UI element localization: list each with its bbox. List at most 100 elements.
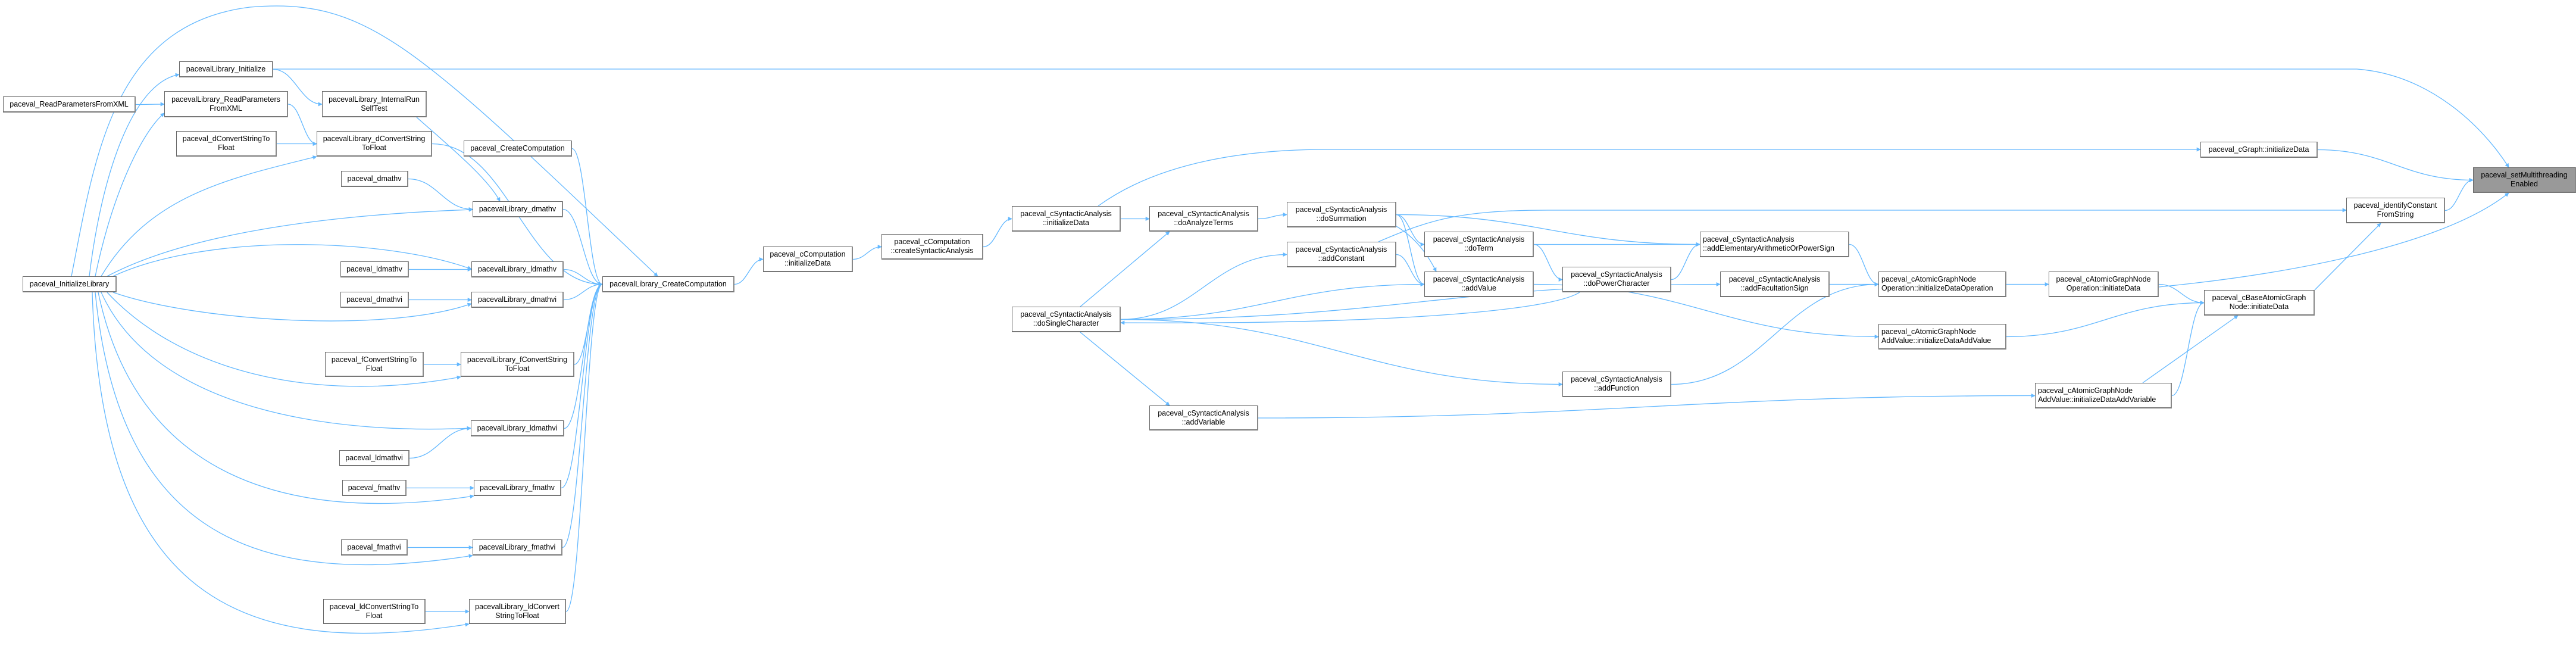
graph-node-paceval-catomicgraphnode-operation-initializedataoperation[interactable]: paceval_cAtomicGraphNode Operation::init… xyxy=(1878,272,2006,297)
call-edge xyxy=(983,217,1012,248)
call-edge xyxy=(563,282,603,301)
call-edge xyxy=(563,269,603,286)
graph-node-pacevallibrary-dmathv[interactable]: pacevalLibrary_dmathv xyxy=(473,201,563,217)
call-edge xyxy=(1396,214,1425,286)
call-edge xyxy=(571,148,603,286)
graph-node-paceval-readparametersfromxml[interactable]: paceval_ReadParametersFromXML xyxy=(3,96,136,113)
graph-node-paceval-ccomputation-initializedata[interactable]: paceval_cComputation ::initializeData xyxy=(763,247,853,272)
graph-node-paceval-fmathvi[interactable]: paceval_fmathvi xyxy=(341,539,408,556)
call-edge xyxy=(2158,192,2509,288)
call-edge xyxy=(95,292,473,566)
graph-node-pacevallibrary-ldmathvi[interactable]: pacevalLibrary_ldmathvi xyxy=(471,420,564,436)
call-edge xyxy=(1396,214,1700,247)
graph-node-paceval-initializelibrary[interactable]: paceval_InitializeLibrary xyxy=(23,276,117,292)
graph-node-paceval-identifyconstant-fromstring[interactable]: paceval_identifyConstant FromString xyxy=(2346,198,2445,223)
graph-node-paceval-fmathv[interactable]: paceval_fmathv xyxy=(342,480,407,496)
graph-node-paceval-csyntacticanalysis-dosinglecharacter[interactable]: paceval_cSyntacticAnalysis ::doSingleCha… xyxy=(1012,307,1121,332)
call-edge xyxy=(2006,301,2205,338)
call-edge xyxy=(1080,332,1170,406)
call-edge xyxy=(1533,244,1563,282)
call-edge xyxy=(1098,147,2201,207)
call-edge xyxy=(1120,292,1580,325)
graph-node-paceval-ccomputation-createsyntacticanalysis[interactable]: paceval_cComputation ::createSyntacticAn… xyxy=(881,234,983,260)
graph-node-paceval-csyntacticanalysis-addconstant[interactable]: paceval_cSyntacticAnalysis ::addConstant xyxy=(1287,242,1396,267)
graph-node-paceval-csyntacticanalysis-doterm[interactable]: paceval_cSyntacticAnalysis ::doTerm xyxy=(1424,232,1534,257)
call-edge xyxy=(565,282,603,612)
call-edge xyxy=(135,102,165,107)
call-edge xyxy=(1258,394,2036,419)
call-edge xyxy=(2171,301,2205,397)
graph-node-paceval-cbaseatomicgraph-node-initiatedata[interactable]: paceval_cBaseAtomicGraph Node::initiateD… xyxy=(2204,290,2315,316)
graph-node-paceval-fconvertstringto-float[interactable]: paceval_fConvertStringTo Float xyxy=(325,352,424,377)
graph-node-paceval-csyntacticanalysis-addvalue[interactable]: paceval_cSyntacticAnalysis ::addValue xyxy=(1424,272,1534,297)
graph-node-paceval-catomicgraphnode-addvalue-initializedataaddvalue[interactable]: paceval_cAtomicGraphNode AddValue::initi… xyxy=(1878,324,2006,350)
graph-node-paceval-csyntacticanalysis-dopowercharacter[interactable]: paceval_cSyntacticAnalysis ::doPowerChar… xyxy=(1562,267,1671,292)
graph-node-paceval-csyntacticanalysis-addvariable[interactable]: paceval_cSyntacticAnalysis ::addVariable xyxy=(1149,405,1258,430)
call-edge xyxy=(1120,252,1287,320)
call-edge xyxy=(1258,213,1287,220)
call-edge xyxy=(107,207,473,277)
call-edge xyxy=(1120,319,1563,386)
graph-node-paceval-createcomputation[interactable]: paceval_CreateComputation xyxy=(464,141,572,157)
call-edge xyxy=(1671,282,1879,385)
call-edge xyxy=(408,178,473,211)
graph-node-paceval-csyntacticanalysis-initializedata[interactable]: paceval_cSyntacticAnalysis ::initializeD… xyxy=(1012,206,1121,232)
call-edge xyxy=(734,257,764,285)
graph-node-paceval-dconvertstringto-float[interactable]: paceval_dConvertStringTo Float xyxy=(176,131,277,157)
call-edge xyxy=(95,113,165,277)
call-edge xyxy=(71,5,658,277)
graph-node-pacevallibrary-fmathv[interactable]: pacevalLibrary_fmathv xyxy=(474,480,561,496)
call-edge xyxy=(273,68,2509,168)
graph-node-pacevallibrary-readparameters-fromxml[interactable]: pacevalLibrary_ReadParameters FromXML xyxy=(164,91,288,117)
graph-node-paceval-catomicgraphnode-addvalue-initializedataaddvariable[interactable]: paceval_cAtomicGraphNode AddValue::initi… xyxy=(2035,383,2172,408)
call-edge xyxy=(107,292,461,387)
graph-node-paceval-ldconvertstringto-float[interactable]: paceval_ldConvertStringTo Float xyxy=(323,599,426,624)
graph-node-paceval-ldmathv[interactable]: paceval_ldmathv xyxy=(340,261,409,277)
call-edge xyxy=(2444,178,2474,211)
graph-node-paceval-dmathv[interactable]: paceval_dmathv xyxy=(341,171,408,187)
call-edge xyxy=(1396,214,1425,247)
call-edge xyxy=(416,117,501,202)
graph-node-paceval-csyntacticanalysis-addelementaryarithmeticorpowersign[interactable]: paceval_cSyntacticAnalysis ::addElementa… xyxy=(1700,232,1849,257)
graph-node-paceval-dmathvi[interactable]: paceval_dmathvi xyxy=(340,292,409,308)
graph-node-paceval-csyntacticanalysis-addfunction[interactable]: paceval_cSyntacticAnalysis ::addFunction xyxy=(1562,372,1671,397)
call-edge xyxy=(561,282,603,489)
graph-node-paceval-ldmathvi[interactable]: paceval_ldmathvi xyxy=(339,450,409,466)
graph-node-pacevallibrary-dconvertstring-tofloat[interactable]: pacevalLibrary_dConvertString ToFloat xyxy=(317,131,432,157)
call-edge xyxy=(1396,226,1437,272)
graph-node-pacevallibrary-fmathvi[interactable]: pacevalLibrary_fmathvi xyxy=(473,539,562,556)
call-edge xyxy=(112,292,472,322)
call-edge xyxy=(1120,282,1425,320)
call-edge xyxy=(101,292,471,430)
call-edge xyxy=(1378,208,2347,242)
call-edge xyxy=(564,282,603,429)
graph-node-paceval-csyntacticanalysis-dosummation[interactable]: paceval_cSyntacticAnalysis ::doSummation xyxy=(1287,202,1396,227)
graph-node-paceval-setmultithreading-enabled: paceval_setMultithreading Enabled xyxy=(2473,167,2576,193)
graph-node-paceval-catomicgraphnode-operation-initiatedata[interactable]: paceval_cAtomicGraphNode Operation::init… xyxy=(2049,272,2159,297)
call-edge xyxy=(273,68,323,107)
call-edge xyxy=(562,208,603,286)
call-edge xyxy=(2142,315,2239,383)
call-edge xyxy=(1671,242,1700,280)
graph-node-pacevallibrary-dmathvi[interactable]: pacevalLibrary_dmathvi xyxy=(471,292,564,308)
graph-node-paceval-csyntacticanalysis-addfacultationsign[interactable]: paceval_cSyntacticAnalysis ::addFacultat… xyxy=(1720,272,1830,297)
graph-node-pacevallibrary-createcomputation[interactable]: pacevalLibrary_CreateComputation xyxy=(602,276,734,292)
graph-node-pacevallibrary-ldmathv[interactable]: pacevalLibrary_ldmathv xyxy=(471,261,564,277)
graph-node-pacevallibrary-initialize[interactable]: pacevalLibrary_Initialize xyxy=(179,61,273,77)
graph-node-paceval-cgraph-initializedata[interactable]: paceval_cGraph::initializeData xyxy=(2200,142,2318,158)
graph-node-pacevallibrary-internalrun-selftest[interactable]: pacevalLibrary_InternalRun SelfTest xyxy=(322,91,427,117)
call-edge xyxy=(287,104,317,146)
call-edge xyxy=(101,155,317,277)
call-edge xyxy=(1396,254,1425,286)
call-edge xyxy=(92,292,470,634)
call-edge xyxy=(1080,231,1170,307)
call-edge xyxy=(112,244,472,277)
call-edge xyxy=(89,73,180,277)
call-edge xyxy=(409,426,471,459)
graph-node-pacevallibrary-fconvertstring-tofloat[interactable]: pacevalLibrary_fConvertString ToFloat xyxy=(461,352,574,377)
call-edge xyxy=(852,245,882,260)
call-edge xyxy=(2317,149,2474,182)
graph-node-pacevallibrary-ldconvert-stringtofloat[interactable]: pacevalLibrary_ldConvert StringToFloat xyxy=(469,599,566,624)
graph-node-paceval-csyntacticanalysis-doanalyzeterms[interactable]: paceval_cSyntacticAnalysis ::doAnalyzeTe… xyxy=(1149,206,1258,232)
